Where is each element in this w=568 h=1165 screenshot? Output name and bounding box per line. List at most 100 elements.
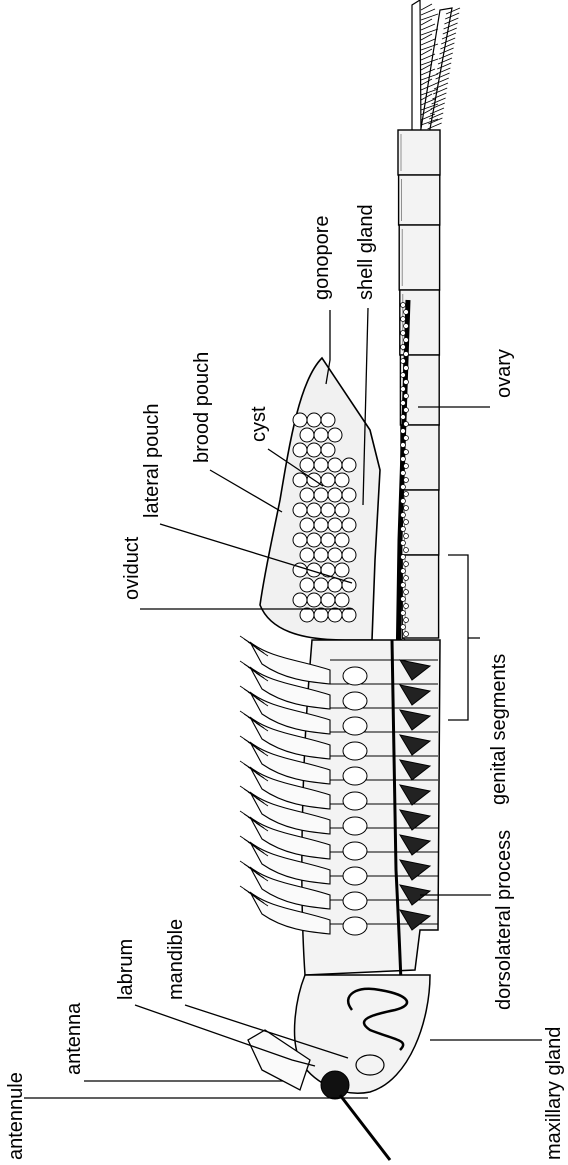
- exite: [343, 817, 367, 835]
- cyst-egg: [321, 563, 335, 577]
- cyst-egg: [321, 503, 335, 517]
- bristle: [421, 19, 432, 25]
- exite: [343, 917, 367, 935]
- bristle: [421, 4, 432, 10]
- egg: [401, 415, 406, 420]
- cyst-egg: [300, 608, 314, 622]
- egg: [401, 345, 406, 350]
- egg: [404, 408, 409, 413]
- labels: antennule antenna labrum mandible maxill…: [5, 204, 565, 1160]
- egg: [404, 366, 409, 371]
- cyst-egg: [321, 533, 335, 547]
- label-dorsolateral-process: dorsolateral process: [493, 830, 515, 1010]
- cyst-egg: [293, 503, 307, 517]
- bristle: [421, 49, 432, 55]
- cyst-egg: [314, 548, 328, 562]
- label-ovary: ovary: [493, 349, 515, 398]
- cyst-egg: [335, 473, 349, 487]
- exite: [343, 767, 367, 785]
- egg: [401, 317, 406, 322]
- egg: [401, 541, 406, 546]
- cyst-egg: [342, 488, 356, 502]
- cyst-egg: [321, 443, 335, 457]
- egg: [404, 576, 409, 581]
- exite: [343, 867, 367, 885]
- cyst-egg: [307, 443, 321, 457]
- egg: [404, 324, 409, 329]
- exite: [343, 892, 367, 910]
- cyst-egg: [328, 458, 342, 472]
- egg: [401, 569, 406, 574]
- cyst-egg: [307, 593, 321, 607]
- cyst-egg: [328, 608, 342, 622]
- cyst-egg: [300, 458, 314, 472]
- egg: [404, 464, 409, 469]
- exite: [343, 692, 367, 710]
- egg: [404, 562, 409, 567]
- cyst-egg: [342, 548, 356, 562]
- cyst-egg: [342, 608, 356, 622]
- egg: [401, 611, 406, 616]
- cyst-egg: [342, 458, 356, 472]
- cyst-egg: [314, 488, 328, 502]
- cyst-egg: [293, 413, 307, 427]
- egg: [404, 380, 409, 385]
- label-brood-pouch: brood pouch: [191, 352, 213, 463]
- cyst-egg: [321, 473, 335, 487]
- bristle: [421, 9, 435, 15]
- cyst-egg: [307, 503, 321, 517]
- cyst-egg: [293, 593, 307, 607]
- cyst-egg: [300, 578, 314, 592]
- cyst-egg: [314, 518, 328, 532]
- bristle: [421, 34, 432, 40]
- cyst-egg: [293, 443, 307, 457]
- cyst-egg: [307, 533, 321, 547]
- egg: [401, 583, 406, 588]
- abdominal-segment: [399, 175, 440, 225]
- egg: [404, 310, 409, 315]
- egg: [404, 548, 409, 553]
- exite: [343, 667, 367, 685]
- cyst-egg: [300, 488, 314, 502]
- label-cyst: cyst: [248, 406, 270, 442]
- egg: [404, 520, 409, 525]
- cyst-egg: [321, 593, 335, 607]
- egg: [401, 387, 406, 392]
- genital-segments-bracket: [448, 555, 480, 720]
- cyst-egg: [314, 458, 328, 472]
- bristle: [421, 14, 438, 20]
- exite: [343, 842, 367, 860]
- cyst-egg: [300, 548, 314, 562]
- labrum-shape: [356, 1055, 384, 1075]
- label-antenna: antenna: [63, 1002, 85, 1075]
- leader-brood-pouch: [210, 470, 282, 512]
- abdominal-segment: [402, 555, 438, 638]
- egg: [401, 457, 406, 462]
- egg: [401, 527, 406, 532]
- egg: [401, 303, 406, 308]
- egg: [404, 352, 409, 357]
- cyst-egg: [328, 578, 342, 592]
- egg: [404, 450, 409, 455]
- egg: [401, 555, 406, 560]
- bristle: [421, 39, 435, 45]
- egg: [401, 625, 406, 630]
- cyst-egg: [314, 428, 328, 442]
- cyst-egg: [321, 413, 335, 427]
- cyst-egg: [293, 533, 307, 547]
- egg: [401, 359, 406, 364]
- egg: [404, 506, 409, 511]
- egg: [401, 513, 406, 518]
- cyst-egg: [342, 518, 356, 532]
- egg: [404, 618, 409, 623]
- bristle: [421, 29, 438, 35]
- egg: [404, 590, 409, 595]
- label-genital-segments: genital segments: [488, 654, 510, 805]
- label-gonopore: gonopore: [311, 215, 333, 300]
- egg: [401, 443, 406, 448]
- leader-lines: [24, 308, 542, 1098]
- egg: [404, 394, 409, 399]
- egg: [404, 604, 409, 609]
- label-lateral-pouch: lateral pouch: [141, 403, 163, 518]
